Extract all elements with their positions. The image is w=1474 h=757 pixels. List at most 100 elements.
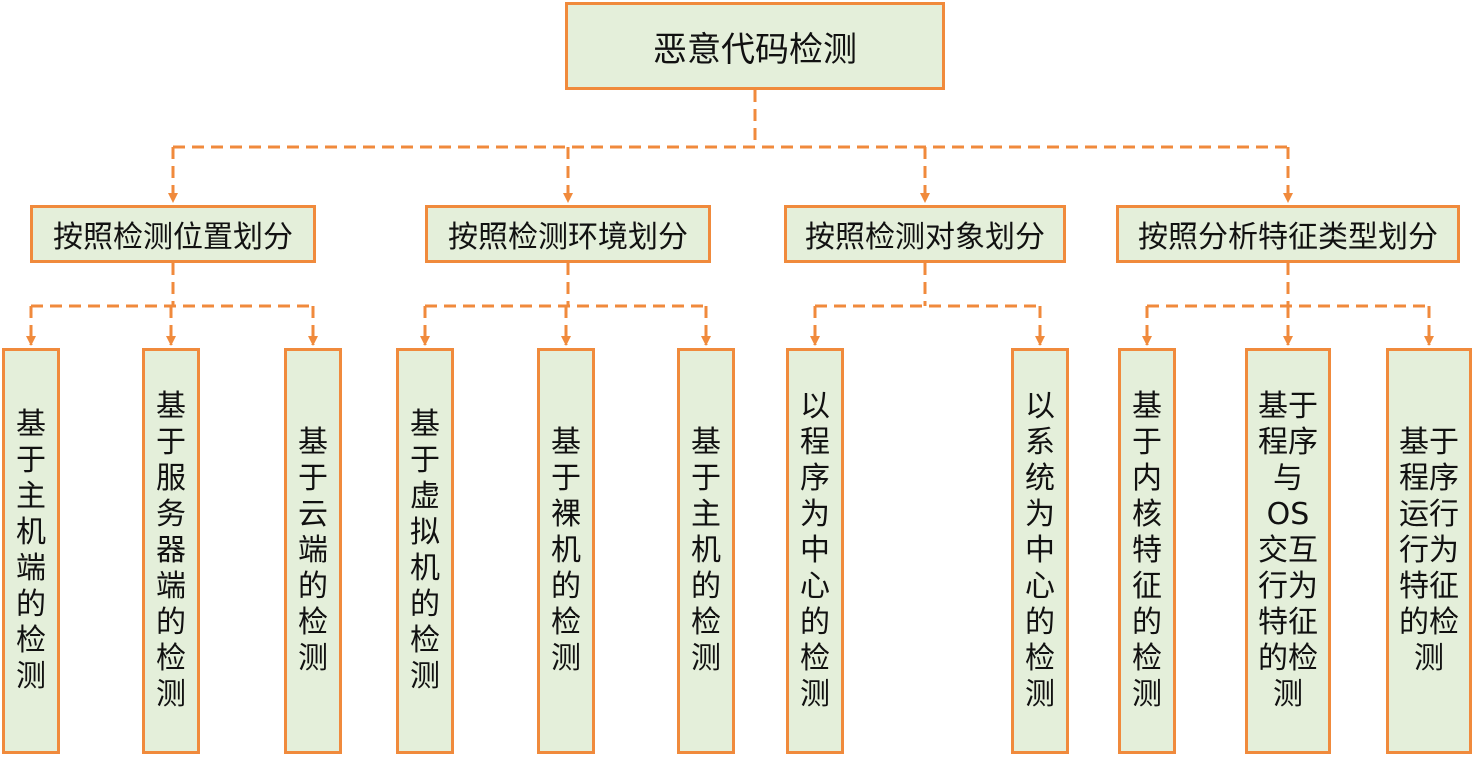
leaf-node-1-2: 基于服务器端的检测 bbox=[142, 348, 200, 754]
leaf-text-line: 的 bbox=[16, 587, 46, 622]
leaf-text-line: 测 bbox=[1132, 677, 1162, 712]
leaf-text-line: 基 bbox=[551, 425, 581, 460]
leaf-text-line: 于 bbox=[410, 443, 440, 478]
leaf-text-line: 检 bbox=[691, 605, 721, 640]
leaf-text-line: 于 bbox=[156, 425, 186, 460]
leaf-text-line: 测 bbox=[1273, 677, 1303, 712]
leaf-text-line: 于 bbox=[551, 461, 581, 496]
leaf-text-line: 以 bbox=[1025, 389, 1055, 424]
leaf-text-line: 于 bbox=[1132, 425, 1162, 460]
leaf-text-line: 测 bbox=[410, 659, 440, 694]
leaf-text-line: 检 bbox=[551, 605, 581, 640]
leaf-text-line: 检 bbox=[410, 623, 440, 658]
leaf-text-line: 于 bbox=[16, 443, 46, 478]
leaf-text-line: 机 bbox=[16, 515, 46, 550]
leaf-text-line: 测 bbox=[551, 641, 581, 676]
leaf-text-line: 程 bbox=[800, 425, 830, 460]
leaf-text: 以程序为中心的检测 bbox=[800, 389, 830, 713]
leaf-node-4-1: 基于内核特征的检测 bbox=[1118, 348, 1176, 754]
leaf-text-line: 机 bbox=[410, 551, 440, 586]
leaf-text-line: 的 bbox=[691, 569, 721, 604]
leaf-text-line: 的 bbox=[156, 605, 186, 640]
leaf-text-line: 系 bbox=[1025, 425, 1055, 460]
leaf-text-line: 统 bbox=[1025, 461, 1055, 496]
leaf-text-line: 程序 bbox=[1258, 425, 1318, 460]
leaf-text-line: 于 bbox=[298, 461, 328, 496]
category-node-2: 按照检测环境划分 bbox=[425, 205, 711, 263]
leaf-text: 基于程序运行行为特征的检测 bbox=[1399, 425, 1459, 677]
leaf-text-line: 主 bbox=[16, 479, 46, 514]
leaf-text-line: 虚 bbox=[410, 479, 440, 514]
category-node-4: 按照分析特征类型划分 bbox=[1116, 205, 1460, 263]
leaf-text-line: 拟 bbox=[410, 515, 440, 550]
leaf-text-line: 特征 bbox=[1258, 605, 1318, 640]
leaf-text-line: 检 bbox=[1025, 641, 1055, 676]
leaf-text-line: 心 bbox=[800, 569, 830, 604]
leaf-text-line: 的 bbox=[298, 569, 328, 604]
leaf-text-line: 检 bbox=[800, 641, 830, 676]
leaf-text-line: 检 bbox=[298, 605, 328, 640]
leaf-text-line: 器 bbox=[156, 533, 186, 568]
leaf-text-line: 测 bbox=[156, 677, 186, 712]
leaf-node-2-3: 基于主机的检测 bbox=[677, 348, 735, 754]
leaf-text-line: 务 bbox=[156, 497, 186, 532]
leaf-text-line: 的 bbox=[1132, 605, 1162, 640]
leaf-text-line: 基 bbox=[156, 389, 186, 424]
leaf-text-line: 为 bbox=[800, 497, 830, 532]
leaf-text-line: 端 bbox=[298, 533, 328, 568]
leaf-text-line: 基 bbox=[410, 407, 440, 442]
leaf-node-3-2: 以系统为中心的检测 bbox=[1011, 348, 1069, 754]
leaf-text-line: 基于 bbox=[1258, 389, 1318, 424]
leaf-text-line: 与 bbox=[1273, 461, 1303, 496]
leaf-text-line: 云 bbox=[298, 497, 328, 532]
leaf-text-line: 运行 bbox=[1399, 497, 1459, 532]
leaf-text-line: 基于 bbox=[1399, 425, 1459, 460]
leaf-text-line: 测 bbox=[800, 677, 830, 712]
leaf-text: 基于云端的检测 bbox=[298, 425, 328, 677]
leaf-text-line: 服 bbox=[156, 461, 186, 496]
leaf-text-line: 机 bbox=[551, 533, 581, 568]
leaf-text-line: 的检 bbox=[1399, 605, 1459, 640]
leaf-text-line: 以 bbox=[800, 389, 830, 424]
leaf-text-line: 交互 bbox=[1258, 533, 1318, 568]
leaf-text-line: 的 bbox=[800, 605, 830, 640]
leaf-text-line: 基 bbox=[298, 425, 328, 460]
leaf-text: 基于主机端的检测 bbox=[16, 407, 46, 695]
leaf-text-line: 裸 bbox=[551, 497, 581, 532]
leaf-text-line: 测 bbox=[691, 641, 721, 676]
leaf-text-line: 中 bbox=[1025, 533, 1055, 568]
leaf-node-4-3: 基于程序运行行为特征的检测 bbox=[1386, 348, 1472, 754]
category-node-3: 按照检测对象划分 bbox=[784, 205, 1066, 263]
leaf-text: 基于内核特征的检测 bbox=[1132, 389, 1162, 713]
leaf-text-line: 测 bbox=[16, 659, 46, 694]
leaf-node-1-1: 基于主机端的检测 bbox=[2, 348, 60, 754]
leaf-text-line: 特 bbox=[1132, 533, 1162, 568]
leaf-text: 基于虚拟机的检测 bbox=[410, 407, 440, 695]
leaf-text-line: 端 bbox=[156, 569, 186, 604]
leaf-text-line: 中 bbox=[800, 533, 830, 568]
leaf-text-line: OS bbox=[1266, 497, 1310, 532]
leaf-text-line: 的 bbox=[1025, 605, 1055, 640]
leaf-text-line: 基 bbox=[1132, 389, 1162, 424]
leaf-text-line: 的 bbox=[410, 587, 440, 622]
leaf-text-line: 的 bbox=[551, 569, 581, 604]
leaf-text-line: 检 bbox=[156, 641, 186, 676]
leaf-text-line: 测 bbox=[1025, 677, 1055, 712]
root-node: 恶意代码检测 bbox=[565, 2, 945, 90]
leaf-text-line: 端 bbox=[16, 551, 46, 586]
leaf-text-line: 测 bbox=[1414, 641, 1444, 676]
leaf-text-line: 行为 bbox=[1399, 533, 1459, 568]
leaf-text-line: 心 bbox=[1025, 569, 1055, 604]
leaf-text-line: 基 bbox=[16, 407, 46, 442]
leaf-text-line: 征 bbox=[1132, 569, 1162, 604]
leaf-text-line: 检 bbox=[1132, 641, 1162, 676]
category-node-1: 按照检测位置划分 bbox=[30, 205, 316, 263]
leaf-node-3-1: 以程序为中心的检测 bbox=[786, 348, 844, 754]
leaf-text-line: 序 bbox=[800, 461, 830, 496]
leaf-text-line: 于 bbox=[691, 461, 721, 496]
leaf-text: 以系统为中心的检测 bbox=[1025, 389, 1055, 713]
leaf-text-line: 机 bbox=[691, 533, 721, 568]
leaf-text-line: 特征 bbox=[1399, 569, 1459, 604]
